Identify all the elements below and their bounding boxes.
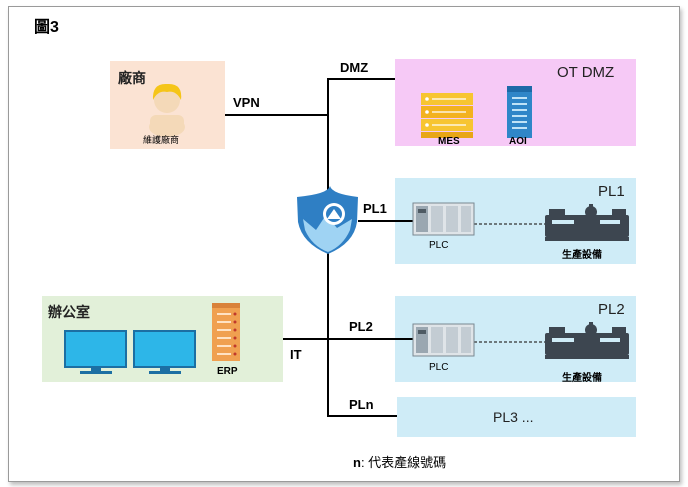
connection-lines xyxy=(225,78,413,417)
pl2-plc-icon xyxy=(412,323,475,357)
pl1-zone-title: PL1 xyxy=(598,183,625,200)
office-zone-title: 辦公室 xyxy=(48,304,90,320)
erp-server-icon xyxy=(212,303,240,361)
pl1-equipment-icon xyxy=(545,204,629,241)
figure-title: 圖3 xyxy=(34,19,59,36)
pl3-zone-title: PL3 ... xyxy=(493,409,534,425)
pl1-equipment-label: 生產設備 xyxy=(562,250,602,261)
monitor-icon-left xyxy=(64,330,127,374)
pl1-link-label: PL1 xyxy=(363,201,387,216)
person-icon xyxy=(149,83,185,137)
mes-label: MES xyxy=(438,136,460,147)
footer-text: : 代表產線號碼 xyxy=(360,455,447,470)
pl2-zone-title: PL2 xyxy=(598,301,625,318)
aoi-label: AOI xyxy=(509,136,527,147)
pl2-equipment-label: 生產設備 xyxy=(562,373,602,384)
dmz-line xyxy=(327,78,395,190)
pl2-equipment-icon xyxy=(545,322,629,359)
pl2-link-label: PL2 xyxy=(349,319,373,334)
vendor-person-label: 維護廠商 xyxy=(143,135,180,145)
vendor-zone-title: 廠商 xyxy=(118,70,146,86)
shield-icon xyxy=(297,186,358,254)
erp-label: ERP xyxy=(217,366,238,377)
it-backbone xyxy=(327,245,397,417)
dmz-link-label: DMZ xyxy=(340,60,369,75)
footer-note: n: 代表產線號碼 xyxy=(353,452,446,471)
pl1-plc-label: PLC xyxy=(429,240,449,251)
pl2-plc-label: PLC xyxy=(429,362,449,373)
it-link-label: IT xyxy=(290,347,302,362)
mes-server-icon xyxy=(421,93,473,138)
aoi-server-icon xyxy=(507,86,532,138)
monitor-icon-right xyxy=(133,330,196,374)
footer-key: n xyxy=(353,455,361,470)
vpn-link-label: VPN xyxy=(233,95,260,110)
pln-link-label: PLn xyxy=(349,397,374,412)
dmz-zone-title: OT DMZ xyxy=(557,64,615,81)
pl3-zone xyxy=(397,397,636,437)
pl1-plc-icon xyxy=(412,202,475,236)
